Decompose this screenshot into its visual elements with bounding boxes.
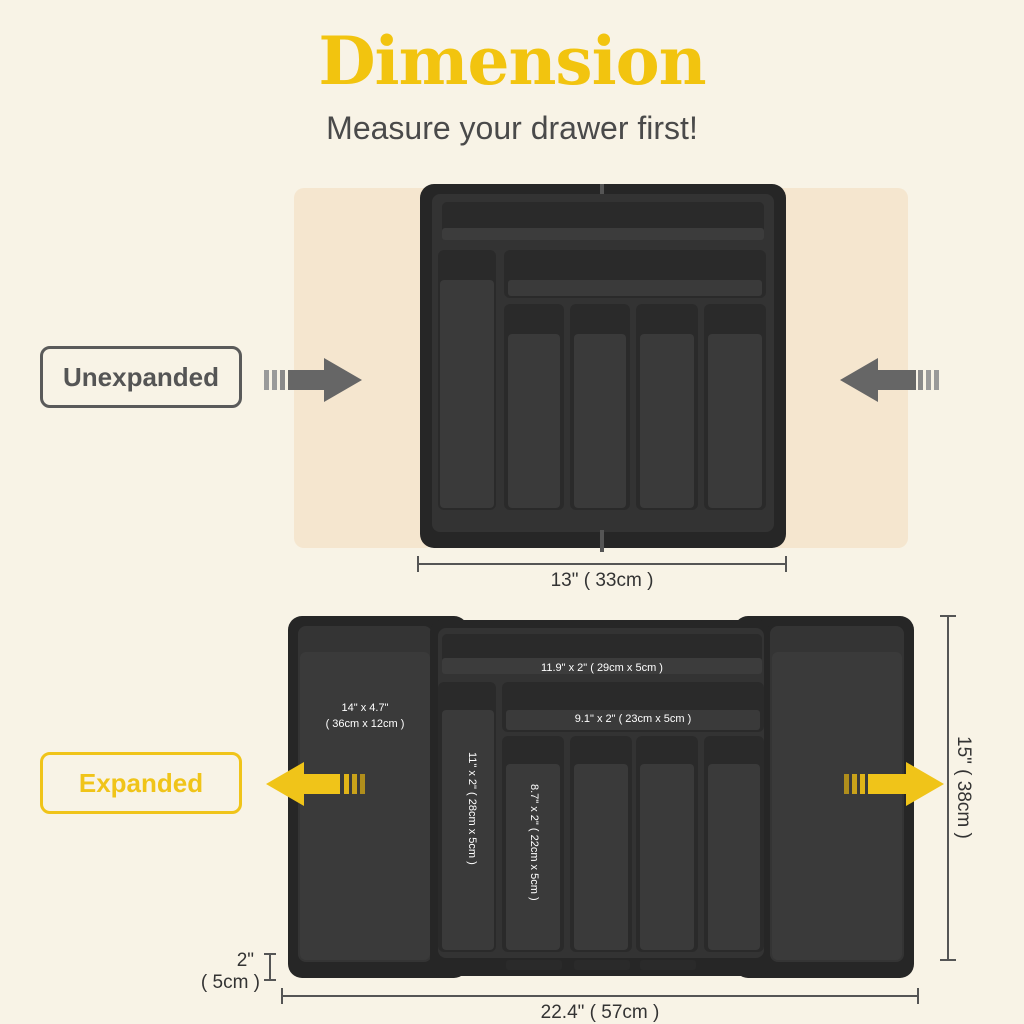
depth-dimension-cm: ( 5cm ) (200, 972, 260, 993)
second-slot-dimension: 9.1" x 2" ( 23cm x 5cm ) (574, 713, 692, 725)
long-slot-dimension: 11" x 2" ( 28cm x 5cm ) (466, 752, 478, 865)
side-tray-dimension-cm: ( 36cm x 12cm ) (325, 718, 405, 730)
arrow-left-icon (840, 358, 939, 402)
expanded-label: Expanded (40, 752, 242, 814)
expanded-illustration (264, 615, 956, 1004)
unexpanded-label: Unexpanded (40, 346, 242, 408)
ghost-tray-left (294, 188, 434, 548)
top-slot-dimension: 11.9" x 2" ( 29cm x 5cm ) (541, 662, 663, 674)
arrow-right-icon (264, 358, 362, 402)
unexpanded-width-dimension: 13" ( 33cm ) (550, 570, 654, 591)
expanded-height-dimension: 15" ( 38cm ) (953, 736, 974, 839)
page-title: Dimension (318, 22, 706, 100)
side-tray-dimension-in: 14" x 4.7" (341, 702, 389, 714)
arrow-right-icon (844, 762, 944, 806)
arrow-left-icon (266, 762, 365, 806)
unexpanded-illustration (294, 184, 908, 572)
page-subtitle: Measure your drawer first! (326, 110, 698, 146)
depth-dimension-in: 2" (236, 950, 254, 971)
short-slot-dimension: 8.7" x 2" ( 22cm x 5cm ) (528, 784, 540, 901)
expanded-width-dimension: 22.4" ( 57cm ) (540, 1002, 660, 1023)
ghost-tray-right (770, 188, 908, 548)
